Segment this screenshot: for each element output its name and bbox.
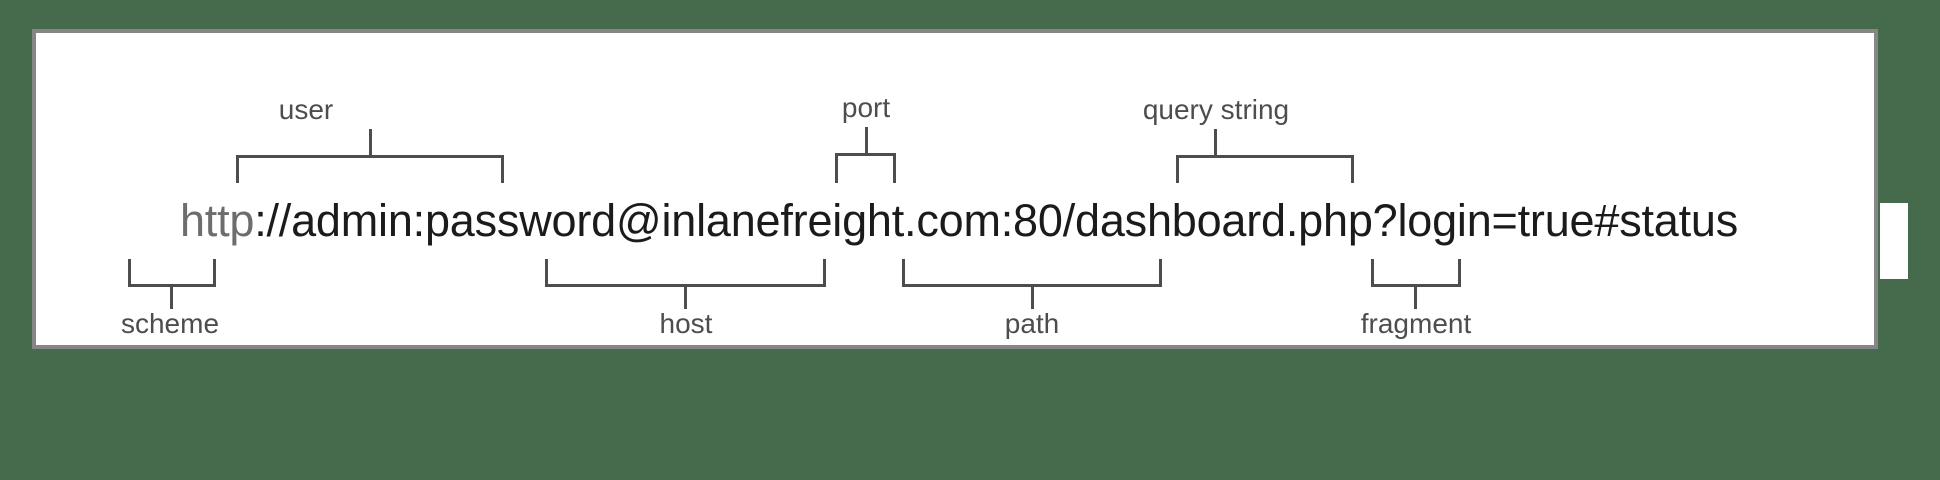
stem-fragment xyxy=(1414,285,1417,309)
url-string: http://admin:password@inlanefreight.com:… xyxy=(36,198,1882,243)
label-scheme: scheme xyxy=(120,308,220,339)
stem-path xyxy=(1031,285,1034,309)
label-query-string: query string xyxy=(1142,94,1290,125)
bracket-user xyxy=(236,155,504,183)
url-rest-segment: ://admin:password@inlanefreight.com:80/d… xyxy=(254,195,1739,246)
bracket-port xyxy=(835,153,896,183)
label-port: port xyxy=(841,92,891,123)
label-user: user xyxy=(278,94,334,125)
bracket-fragment xyxy=(1371,259,1461,287)
bracket-host xyxy=(545,259,826,287)
label-fragment: fragment xyxy=(1360,308,1472,339)
bracket-path xyxy=(902,259,1162,287)
stem-scheme xyxy=(170,285,173,309)
label-path: path xyxy=(1004,308,1060,339)
bracket-query-string xyxy=(1176,155,1354,183)
label-host: host xyxy=(659,308,713,339)
stem-host xyxy=(684,285,687,309)
stem-user xyxy=(369,129,372,157)
stem-port xyxy=(865,127,868,155)
card-right-tab xyxy=(1880,203,1908,279)
url-anatomy-card: user port query string http://admin:pass… xyxy=(32,29,1878,349)
bracket-scheme xyxy=(128,259,216,287)
url-scheme-segment: http xyxy=(179,195,255,246)
stem-query-string xyxy=(1214,129,1217,157)
